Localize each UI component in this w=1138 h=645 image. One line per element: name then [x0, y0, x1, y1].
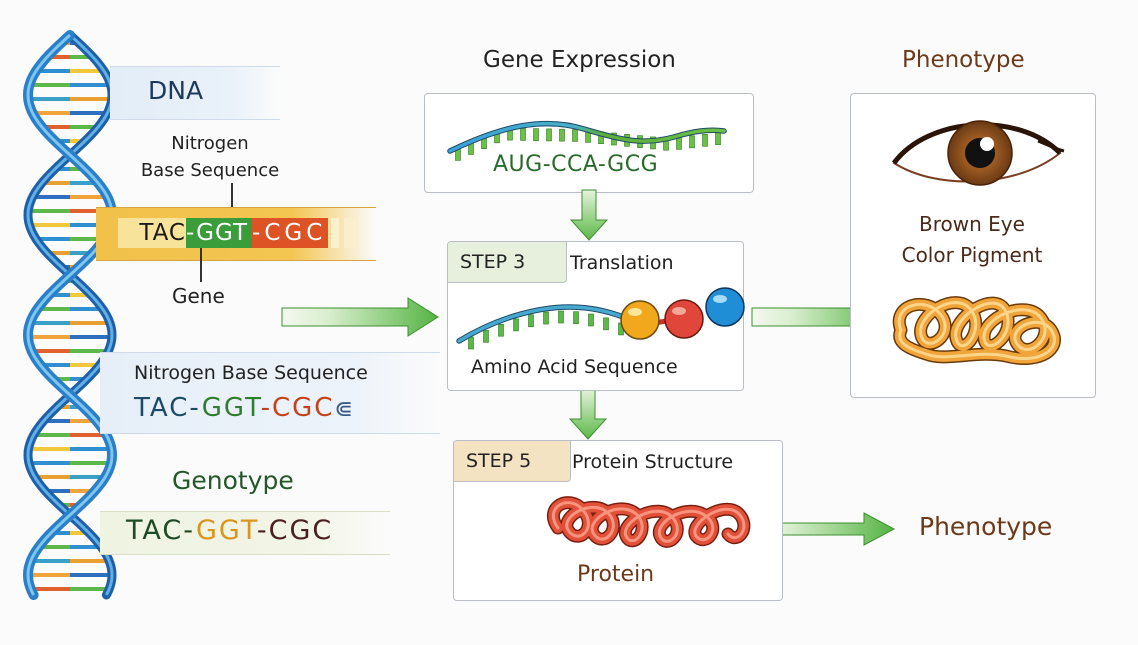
amino-acid-blue — [705, 287, 745, 327]
seq-dash: - — [183, 515, 196, 546]
nitrogen-label-line2: Base Sequence — [140, 160, 280, 181]
seq-part: GGT — [195, 515, 257, 546]
caption-line1: Brown Eye — [919, 212, 1025, 236]
mrna-base — [498, 323, 504, 337]
highlight — [672, 307, 686, 315]
protein-ribbon-icon — [546, 496, 751, 548]
seq-part: CGC — [268, 515, 334, 546]
amino-acid-chain-icon — [456, 287, 745, 350]
mrna-base — [468, 336, 474, 350]
step-5-badge: STEP 5 — [454, 441, 571, 482]
seq-dash: - — [260, 393, 272, 423]
mrna-backbone-fill — [457, 305, 635, 343]
mrna-bases — [468, 310, 624, 350]
genotype-title: Genotype — [172, 466, 294, 495]
mrna-base — [676, 137, 682, 150]
mrna-base — [483, 330, 489, 343]
gene-connector-line — [200, 248, 202, 282]
seq-part: CGC — [271, 393, 335, 423]
mrna-backbone-fill — [448, 121, 726, 153]
arrow-down-icon — [568, 388, 608, 440]
dna-strand-front-highlight — [26, 33, 114, 596]
pigment-protein-icon — [892, 296, 1061, 366]
mrna-base — [546, 128, 552, 142]
codon-dash: - — [252, 220, 265, 246]
mrna-base — [603, 317, 609, 331]
sequence-continuation-block — [331, 218, 339, 248]
seq-trail-glyph: ⋐ — [334, 397, 355, 422]
dna-label-band — [110, 66, 280, 120]
dna-strand-back-highlight — [26, 33, 114, 596]
gene-expression-title: Gene Expression — [483, 47, 676, 73]
protein-caption: Protein — [577, 562, 655, 587]
mrna-base — [543, 311, 549, 325]
mrna-base — [520, 128, 526, 141]
gene-label: Gene — [172, 284, 225, 308]
mrna-sequence: AUG-CCA-GCG — [493, 152, 659, 177]
translation-title: Translation — [570, 252, 674, 274]
genotype-band — [100, 511, 390, 555]
genotype-sequence: TAC-GGT-CGC — [126, 515, 333, 546]
mrna-base — [573, 311, 579, 324]
mrna-base — [558, 310, 564, 324]
codon-cgc: -CGC — [252, 218, 328, 248]
seq-part: TAC — [134, 393, 190, 423]
seq-dash: - — [256, 515, 269, 546]
amino-acid-red — [664, 299, 704, 339]
mrna-base — [572, 129, 578, 142]
mrna-base — [588, 313, 594, 327]
amino-acid-yellow — [620, 300, 660, 340]
brown-eye-caption: Brown Eye Color Pigment — [850, 209, 1094, 271]
mrna-strand-icon — [447, 120, 727, 161]
mrna-card — [424, 93, 754, 193]
brown-eye-icon — [891, 120, 1065, 186]
codon-dash: - — [186, 220, 197, 246]
nitrogen-label-line1: Nitrogen — [171, 133, 249, 154]
nitrogen-base-sequence-band — [100, 352, 440, 434]
dna-title: DNA — [148, 76, 204, 105]
arrow-down-icon — [569, 189, 609, 241]
mrna-base — [702, 133, 708, 147]
phenotype-title: Phenotype — [902, 47, 1025, 73]
amino-acid-sequence-caption: Amino Acid Sequence — [471, 356, 678, 378]
mrna-base — [689, 135, 695, 149]
nitrogen-base-sequence: TAC-GGT-CGC⋐ — [134, 393, 355, 423]
dna-helix-illustration — [22, 30, 118, 600]
seq-part: TAC — [126, 515, 184, 546]
seq-dash: - — [189, 393, 202, 423]
nitrogen-base-sequence-title: Nitrogen Base Sequence — [134, 362, 368, 384]
step-3-badge: STEP 3 — [448, 242, 567, 283]
mrna-base — [513, 318, 519, 332]
arrow-right-icon — [281, 297, 439, 337]
final-phenotype-label: Phenotype — [919, 512, 1053, 541]
mrna-base — [528, 314, 534, 328]
mrna-base — [559, 128, 565, 142]
nitrogen-base-sequence-label: Nitrogen Base Sequence — [110, 130, 310, 184]
sequence-continuation-block — [344, 218, 356, 248]
codon-tac: TAC — [118, 218, 188, 248]
seq-part: GGT — [201, 393, 261, 423]
mrna-base — [533, 128, 539, 141]
label-connector-line — [231, 183, 233, 207]
highlight — [628, 308, 642, 316]
highlight — [713, 295, 727, 303]
mrna-base — [715, 132, 721, 146]
codon-ggt: -GGT — [186, 218, 252, 248]
caption-line2: Color Pigment — [901, 243, 1043, 267]
protein-structure-title: Protein Structure — [572, 451, 734, 473]
